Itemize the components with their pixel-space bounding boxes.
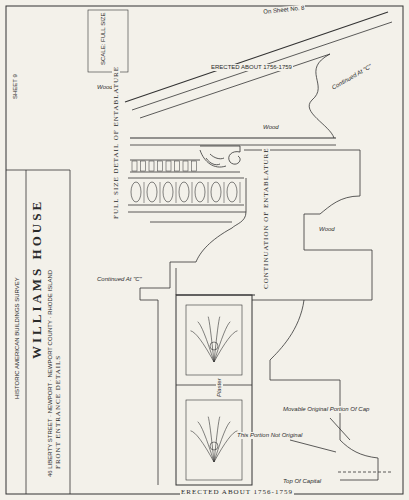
dentil <box>141 161 146 171</box>
drawing-label: HISTORIC AMERICAN BUILDINGS SURVEY <box>14 276 21 400</box>
egg <box>179 182 189 202</box>
dart <box>240 182 241 203</box>
drawing-label: Wood <box>318 226 336 233</box>
dart <box>144 182 145 203</box>
drawing-label: This Portion Not Original <box>236 432 303 439</box>
drawing-label: Continued At "C" <box>96 276 143 283</box>
dart <box>192 182 193 203</box>
drawing-label: FULL SIZE DETAIL OF ENTABLATURE <box>112 65 120 220</box>
dentil <box>166 161 171 171</box>
dart <box>224 182 225 203</box>
drawing-label: Continued At "C" <box>330 63 374 92</box>
drawing-label: ERECTED ABOUT 1756-1759 <box>180 488 294 496</box>
dart <box>176 182 177 203</box>
drawing-label: ERECTED ABOUT 1756-1759 <box>210 64 293 71</box>
acanthus-ornament <box>191 417 238 462</box>
drawing-label: FRONT ENTRANCE DETAILS <box>54 354 62 470</box>
acanthus-ornament <box>191 317 238 362</box>
drawing-label: Plaster <box>216 377 223 398</box>
dart <box>208 182 209 203</box>
dentil <box>158 161 163 171</box>
drawing-label: Movable Original Portion Of Cap <box>282 406 370 413</box>
egg <box>195 182 205 202</box>
egg <box>147 182 157 202</box>
dentil <box>183 161 188 171</box>
dentil <box>149 161 154 171</box>
drawing-label: 46 LIBERTY STREET · NEWPORT · NEWPORT CO… <box>47 269 54 478</box>
dentil <box>175 161 180 171</box>
dentil <box>192 161 197 171</box>
egg <box>163 182 173 202</box>
drawing-label: CONTINUATION OF ENTABLATURE <box>262 146 270 290</box>
egg <box>131 182 141 202</box>
drawing-label: SCALE: FULL SIZE <box>100 12 107 66</box>
dart <box>160 182 161 203</box>
drawing-label: WILLIAMS HOUSE <box>30 198 45 360</box>
dentil <box>132 161 137 171</box>
drawing-label: SHEET 9 <box>12 73 19 100</box>
drawing-label: Wood <box>262 124 280 131</box>
egg <box>211 182 221 202</box>
drawing-label: Top Of Capital <box>282 478 322 485</box>
egg <box>227 182 237 202</box>
